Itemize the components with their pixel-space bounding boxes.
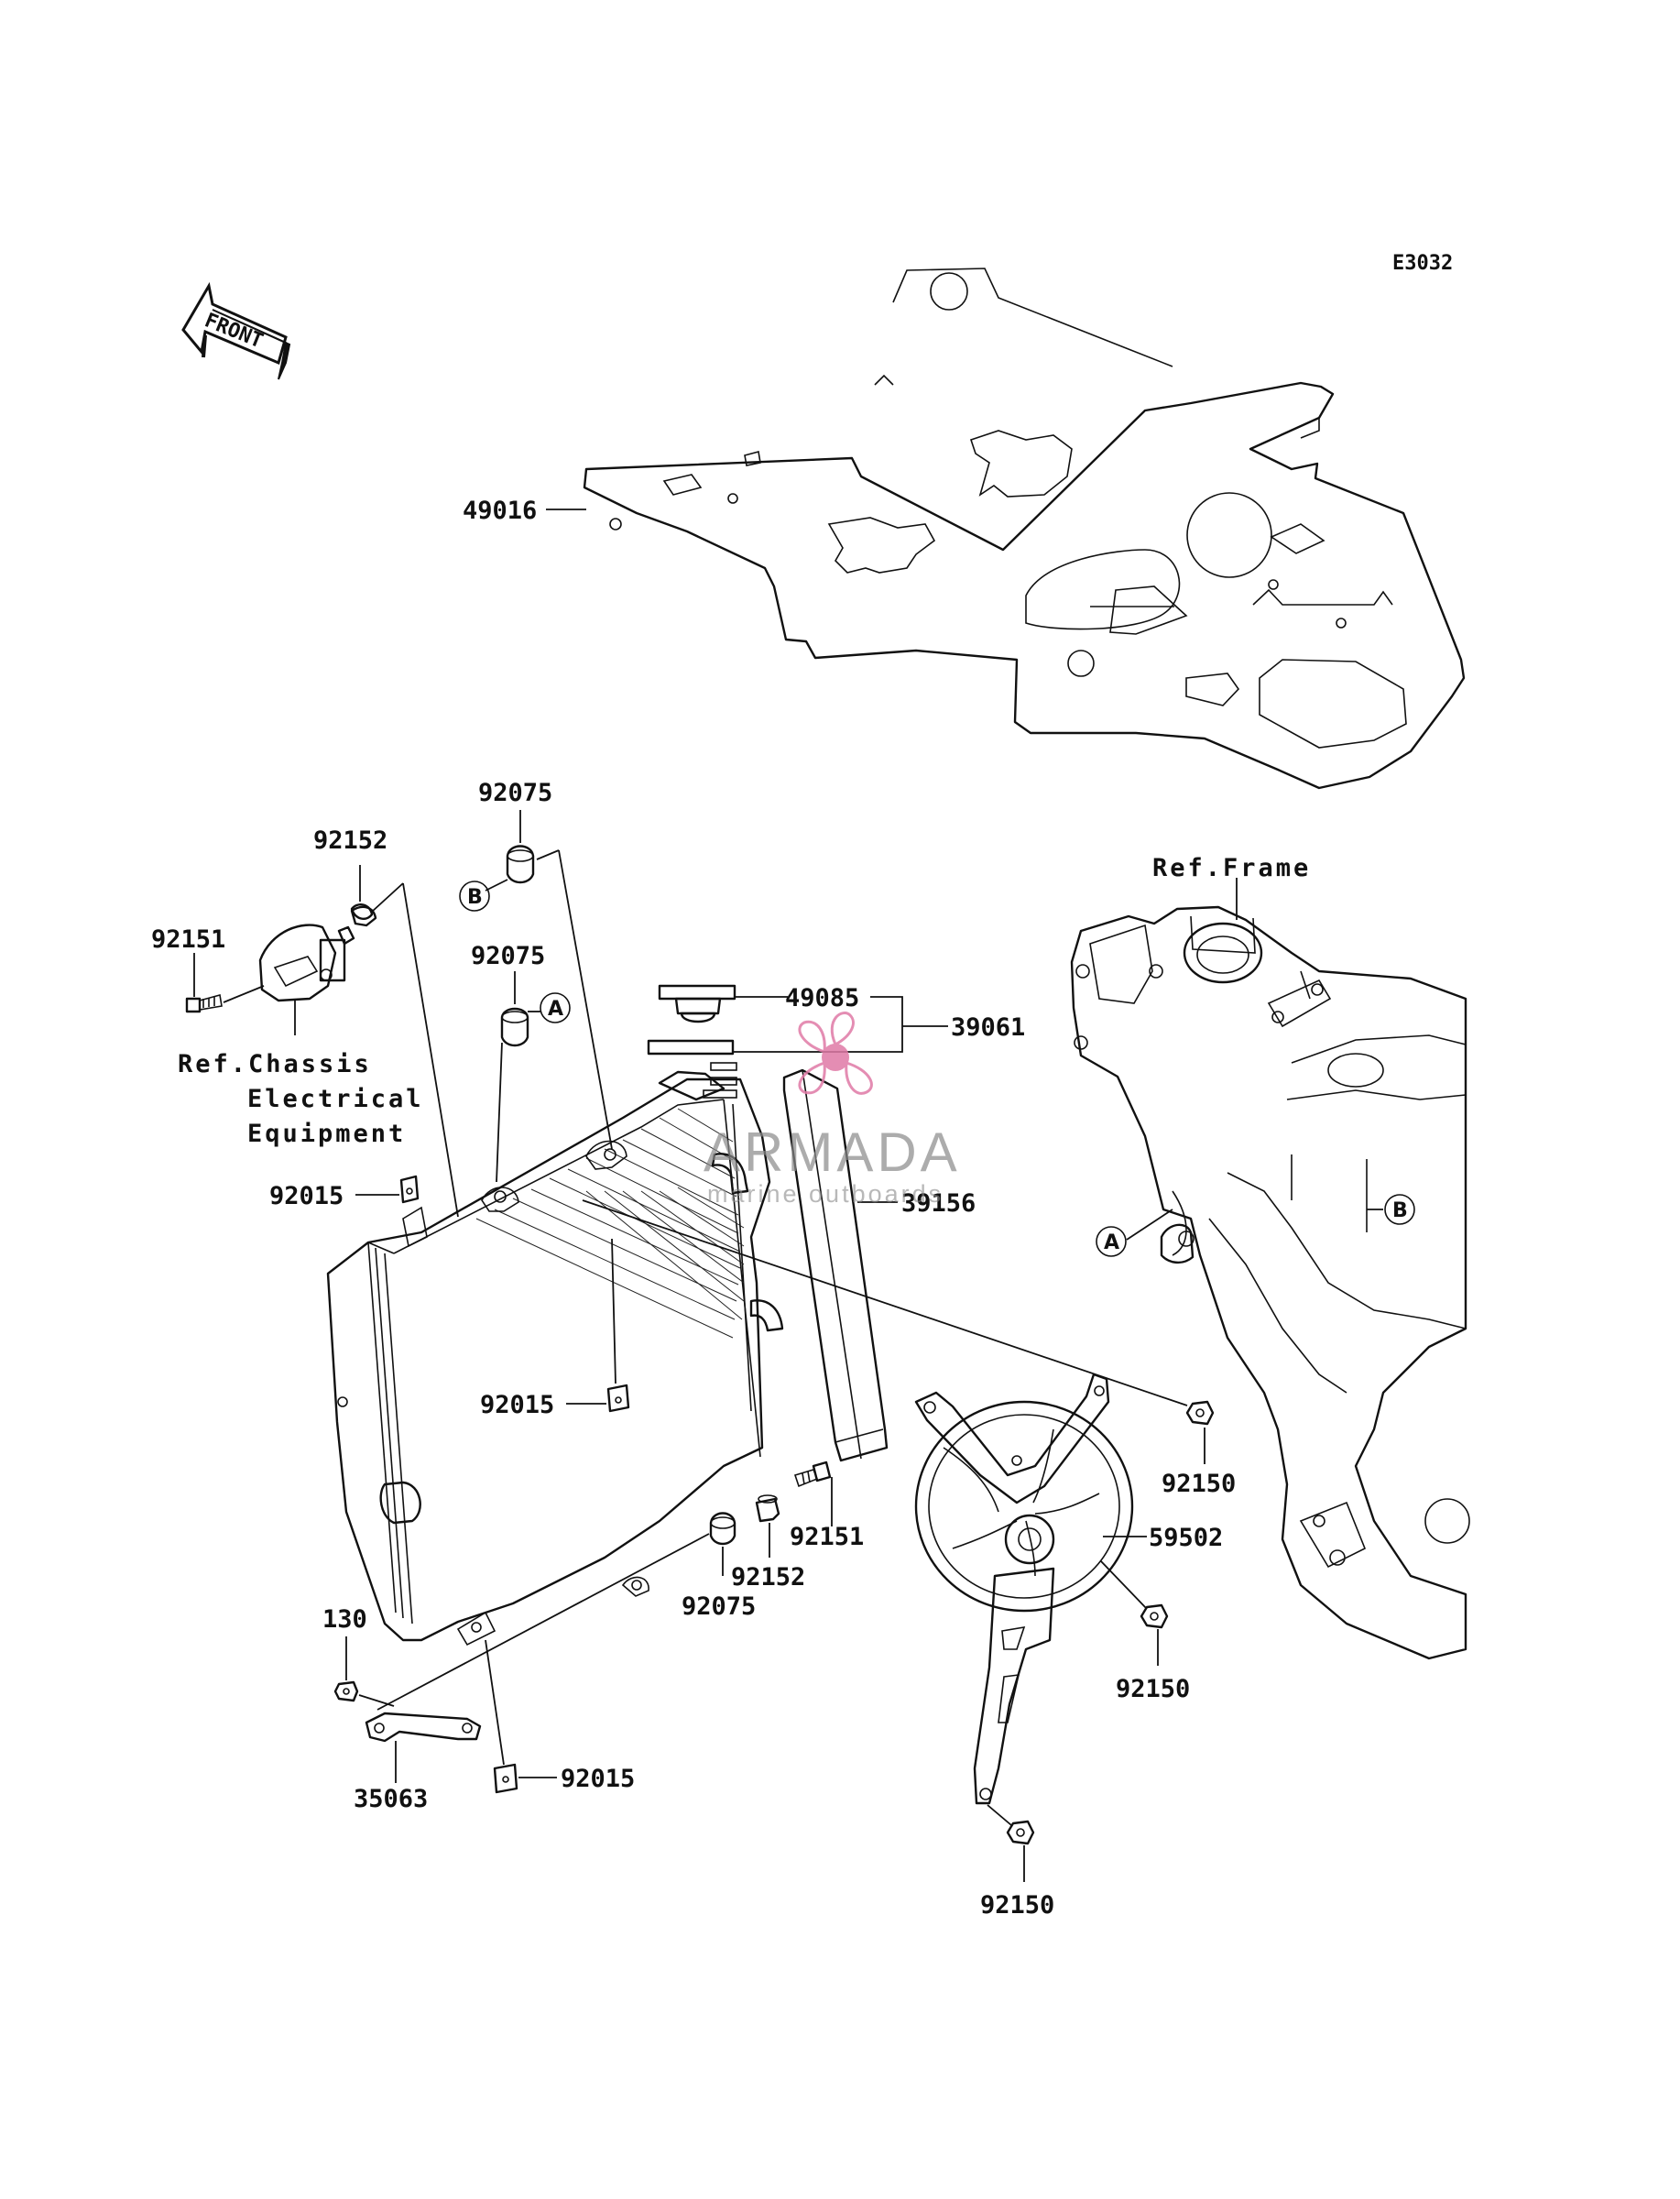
nut-92150-right <box>1185 1400 1215 1426</box>
ref-chassis-line3: Equipment <box>247 1120 406 1148</box>
cooling-fan <box>914 1373 1134 1805</box>
part-label-92075-mid: 92075 <box>471 942 545 970</box>
part-label-130: 130 <box>322 1605 367 1634</box>
bolt-92151-left <box>185 993 223 1013</box>
part-label-92151-left: 92151 <box>151 925 225 954</box>
frame-ref <box>1070 905 1470 1660</box>
front-arrow-icon: FRONT <box>181 281 291 380</box>
callout-a-frame: A <box>1104 1231 1119 1254</box>
part-label-92151-right: 92151 <box>790 1523 864 1551</box>
under-cover-plate <box>583 268 1466 790</box>
fan-switch-unit <box>258 905 377 1002</box>
ref-frame-label: Ref.Frame <box>1152 854 1311 882</box>
radiator-duct <box>782 1068 889 1462</box>
diagram-code: E3032 <box>1392 252 1453 275</box>
part-label-35063: 35063 <box>354 1785 428 1813</box>
callout-a-left: A <box>548 998 563 1021</box>
part-label-39156: 39156 <box>901 1189 976 1218</box>
bolt-130 <box>333 1680 359 1702</box>
callout-b-left: B <box>467 886 483 909</box>
bracket-35063 <box>365 1712 482 1743</box>
ref-chassis-line1: Ref.Chassis <box>178 1050 372 1078</box>
part-label-92075-top: 92075 <box>478 779 552 807</box>
bolt-92151-right <box>793 1461 832 1488</box>
part-label-92150-mid: 92150 <box>1116 1675 1190 1703</box>
part-label-92015-upper: 92015 <box>269 1182 344 1210</box>
ref-chassis-line2: Electrical <box>247 1085 424 1113</box>
part-label-49085: 49085 <box>785 984 859 1012</box>
watermark-logo-icon <box>798 1012 873 1095</box>
watermark-brand: ARMADA <box>704 1121 961 1183</box>
part-label-92075-bottom: 92075 <box>682 1592 756 1621</box>
part-label-92015-bottom: 92015 <box>561 1765 635 1793</box>
radiator <box>326 1070 784 1647</box>
callout-b-frame: B <box>1392 1199 1408 1222</box>
part-label-92150-right: 92150 <box>1162 1470 1236 1498</box>
nut-92150-mid <box>1140 1603 1169 1629</box>
part-label-92150-bottom: 92150 <box>980 1891 1054 1920</box>
part-label-59502: 59502 <box>1149 1524 1223 1552</box>
watermark-tagline: marine outboards <box>707 1180 944 1208</box>
part-label-39061: 39061 <box>951 1013 1025 1042</box>
radiator-cap <box>647 984 737 1099</box>
part-label-92015-center: 92015 <box>480 1391 554 1419</box>
nut-92150-bottom <box>1006 1820 1035 1845</box>
part-label-49016: 49016 <box>463 497 537 525</box>
part-label-92152-top: 92152 <box>313 826 387 855</box>
part-label-92152-bottom: 92152 <box>731 1563 805 1592</box>
